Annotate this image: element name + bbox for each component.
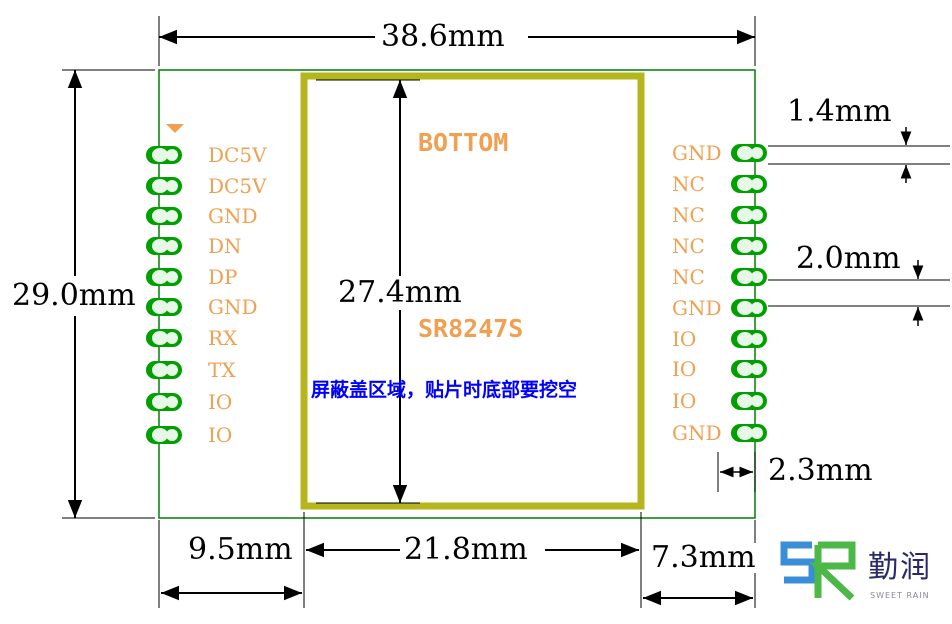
left-pin-label-3: GND	[208, 204, 258, 228]
dim-label-right-margin: 7.3mm	[651, 540, 756, 575]
right-pad-7	[731, 330, 767, 348]
right-pin-label-4: NC	[672, 234, 705, 258]
chip-model-label: SR8247S	[418, 314, 524, 343]
left-pin-label-1: DC5V	[208, 143, 267, 167]
sweet-rain-logo-icon	[780, 541, 856, 601]
pin1-marker	[166, 124, 184, 133]
left-pin-label-7: RX	[208, 326, 238, 350]
right-pad-6	[731, 299, 767, 317]
board-outline	[158, 69, 756, 519]
dim-label-shield-height: 27.4mm	[338, 275, 462, 310]
left-pad-7	[146, 329, 182, 347]
right-pin-label-3: NC	[672, 203, 705, 227]
right-pad-1	[731, 144, 767, 162]
left-pad-2	[146, 177, 182, 195]
left-pin-label-6: GND	[208, 295, 258, 319]
right-pin-label-5: NC	[672, 265, 705, 289]
right-pin-label-10: GND	[672, 421, 722, 445]
logo-chinese-name: 勤润	[868, 550, 932, 585]
right-pin-label-1: GND	[672, 141, 722, 165]
left-pad-8	[146, 361, 182, 379]
right-pin-label-7: IO	[672, 327, 697, 351]
left-pin-label-10: IO	[208, 423, 233, 447]
chip-side-label: BOTTOM	[418, 128, 509, 157]
right-pad-2	[731, 175, 767, 193]
right-pin-label-8: IO	[672, 357, 697, 381]
left-pad-6	[146, 298, 182, 316]
right-pad-9	[731, 392, 767, 410]
right-pad-8	[731, 360, 767, 378]
dim-label-shield-width: 21.8mm	[404, 532, 528, 567]
right-pad-3	[731, 206, 767, 224]
left-pads	[146, 146, 182, 444]
dim-label-left-margin: 9.5mm	[188, 532, 293, 567]
left-pin-label-8: TX	[208, 358, 236, 382]
dim-label-pin-pitch: 1.4mm	[787, 94, 892, 129]
dim-label-pin-gap: 2.0mm	[796, 241, 901, 276]
dim-label-height-total: 29.0mm	[12, 278, 136, 313]
left-pad-5	[146, 268, 182, 286]
left-pad-10	[146, 426, 182, 444]
right-pin-label-2: NC	[672, 172, 705, 196]
right-pin-label-6: GND	[672, 296, 722, 320]
dim-label-width-total: 38.6mm	[381, 19, 505, 54]
right-pad-4	[731, 237, 767, 255]
left-pad-9	[146, 393, 182, 411]
right-pads	[731, 144, 767, 442]
shield-note: 屏蔽盖区域，贴片时底部要挖空	[311, 379, 578, 401]
right-pin-label-9: IO	[672, 389, 697, 413]
left-pad-1	[146, 146, 182, 164]
left-pad-3	[146, 207, 182, 225]
logo-english-name: SWEET RAIN	[870, 591, 930, 600]
left-pin-label-5: DP	[208, 265, 238, 289]
left-pad-4	[146, 237, 182, 255]
dim-label-pad-offset: 2.3mm	[768, 453, 873, 488]
shield-outline	[300, 72, 645, 510]
left-pin-label-2: DC5V	[208, 174, 267, 198]
left-pin-label-4: DN	[208, 234, 242, 258]
right-pad-5	[731, 268, 767, 286]
left-pin-label-9: IO	[208, 390, 233, 414]
right-pad-10	[731, 424, 767, 442]
